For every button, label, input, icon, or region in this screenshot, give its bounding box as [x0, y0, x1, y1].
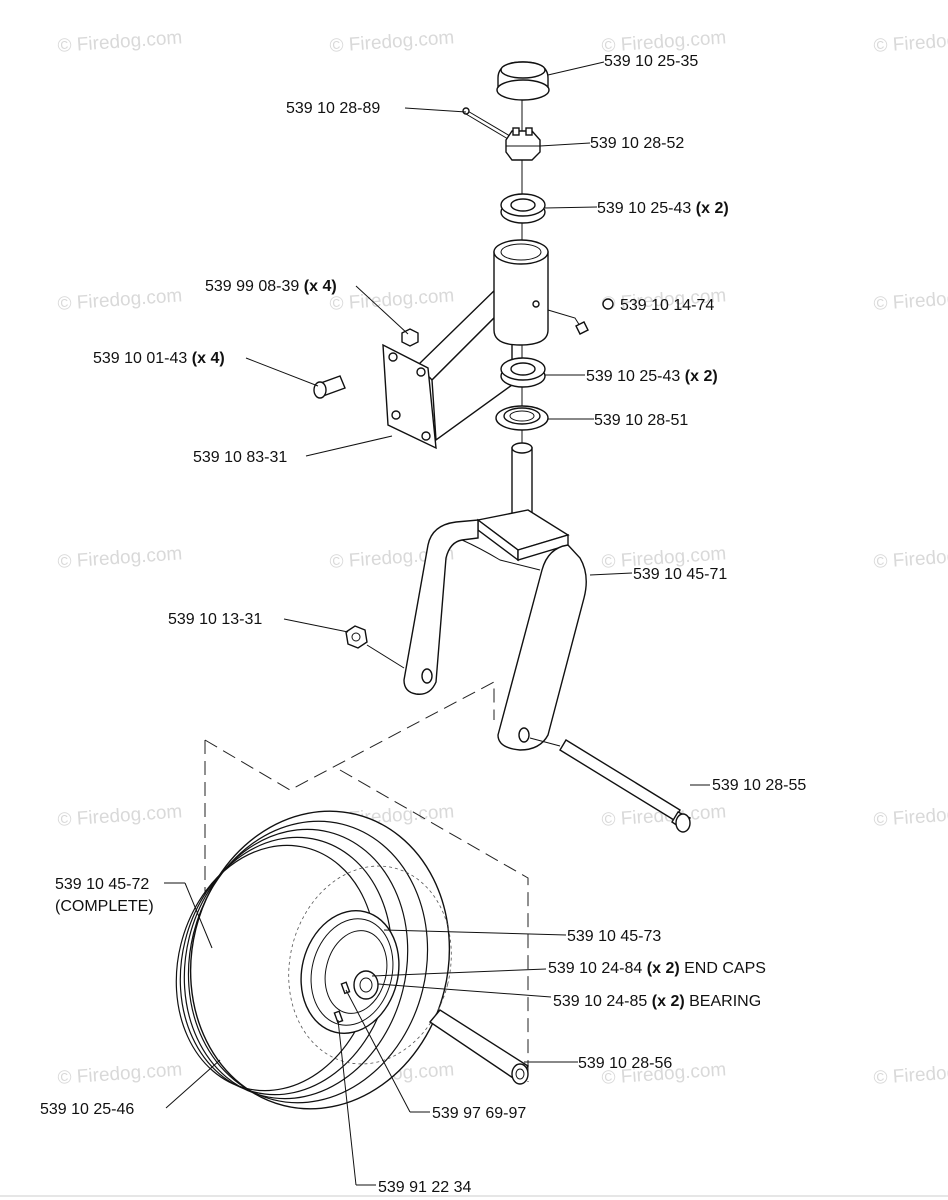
seal — [495, 405, 549, 431]
nut-x4-part-number: 539 99 08-39 — [205, 278, 299, 295]
frame-outline — [204, 681, 529, 1082]
rim — [300, 910, 400, 1034]
bolt-x4-part-number: 539 10 01-43 — [93, 350, 187, 367]
label-axle-bolt: 539 10 28-55 — [712, 777, 806, 794]
nut-x4 — [401, 328, 419, 347]
label-grease-fitting: 539 10 14-74 — [620, 297, 714, 314]
mounting-bracket — [382, 239, 581, 450]
bearing-lower — [500, 357, 546, 388]
label-tire: 539 10 25-46 — [40, 1101, 134, 1118]
label-nut-x4: 539 99 08-39 (x 4) — [205, 278, 337, 295]
label-bearing-top: 539 10 25-43 (x 2) — [597, 200, 729, 217]
watermark: © Firedog.com — [873, 801, 948, 831]
bearing-top-part-number: 539 10 25-43 — [597, 200, 691, 217]
bearing-wheel-quantity: (x 2) — [652, 993, 685, 1010]
label-wheel-complete: 539 10 45-72 — [55, 876, 149, 893]
watermark: © Firedog.com — [57, 285, 183, 315]
watermark: © Firedog.com — [329, 27, 455, 57]
watermark: © Firedog.com — [329, 285, 455, 315]
label-castle-nut: 539 10 28-52 — [590, 135, 684, 152]
watermark: © Firedog.com — [873, 543, 948, 573]
watermark-layer: © Firedog.com © Firedog.com © Firedog.co… — [57, 27, 948, 1089]
label-valve-stem: 539 97 69-97 — [432, 1105, 526, 1122]
end-caps-part-number: 539 10 24-84 — [548, 960, 642, 977]
cotter-pin — [462, 107, 511, 140]
watermark: © Firedog.com — [873, 27, 948, 57]
label-wheel-complete-note: (COMPLETE) — [55, 898, 154, 915]
axle-nut — [345, 625, 405, 669]
bolt-x4-quantity: (x 4) — [192, 350, 225, 367]
label-bottom-cut: 539 91 22 34 — [378, 1179, 472, 1196]
watermark: © Firedog.com — [57, 801, 183, 831]
label-seal: 539 10 28-51 — [594, 412, 688, 429]
end-caps-bearing — [353, 970, 379, 1000]
label-rim: 539 10 45-73 — [567, 928, 661, 945]
watermark: © Firedog.com — [57, 543, 183, 573]
bearing-lower-quantity: (x 2) — [685, 368, 718, 385]
grease-fitting — [575, 298, 614, 335]
label-end-caps: 539 10 24-84 (x 2) END CAPS — [548, 960, 766, 977]
label-bearing-lower: 539 10 25-43 (x 2) — [586, 368, 718, 385]
castle-nut — [505, 127, 541, 161]
watermark: © Firedog.com — [873, 285, 948, 315]
label-spacer-tube: 539 10 28-56 — [578, 1055, 672, 1072]
label-bolt-x4: 539 10 01-43 (x 4) — [93, 350, 225, 367]
label-bracket: 539 10 83-31 — [193, 449, 287, 466]
caster-fork — [403, 442, 587, 751]
end-caps-note: END CAPS — [684, 960, 766, 977]
label-cotter-pin: 539 10 28-89 — [286, 100, 380, 117]
watermark: © Firedog.com — [873, 1059, 948, 1089]
watermark: © Firedog.com — [57, 27, 183, 57]
nut-x4-quantity: (x 4) — [304, 278, 337, 295]
bearing-wheel-note: BEARING — [689, 993, 761, 1010]
label-bearing-wheel: 539 10 24-85 (x 2) BEARING — [553, 993, 761, 1010]
bearing-lower-part-number: 539 10 25-43 — [586, 368, 680, 385]
bearing-top-quantity: (x 2) — [696, 200, 729, 217]
bearing-wheel-part-number: 539 10 24-85 — [553, 993, 647, 1010]
bearing-top — [500, 193, 546, 224]
leader-lines — [164, 61, 710, 1186]
label-axle-nut: 539 10 13-31 — [168, 611, 262, 628]
axle-bolt — [529, 737, 691, 833]
watermark: © Firedog.com — [57, 1059, 183, 1089]
spacer-tube — [428, 1009, 530, 1085]
hub-cap — [496, 61, 550, 101]
end-caps-quantity: (x 2) — [647, 960, 680, 977]
label-fork: 539 10 45-71 — [633, 566, 727, 583]
label-hub-cap: 539 10 25-35 — [604, 53, 698, 70]
bolt-x4 — [313, 375, 346, 399]
